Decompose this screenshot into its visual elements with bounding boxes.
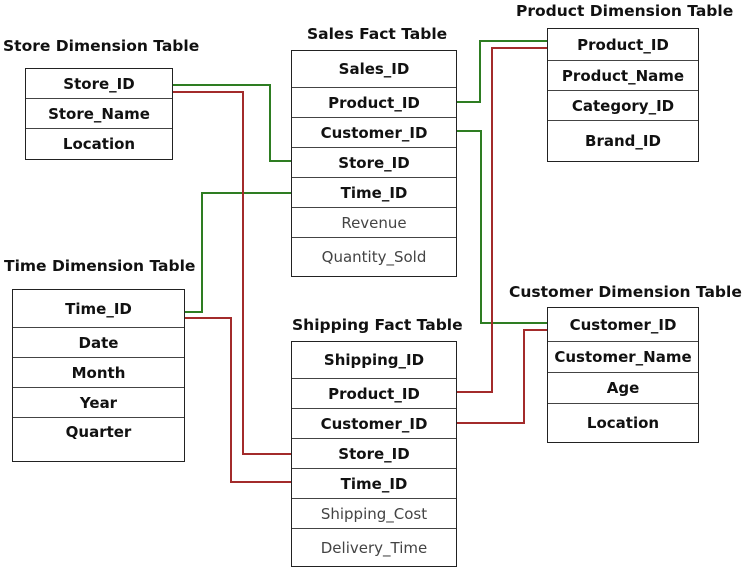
customer-table-title: Customer Dimension Table (509, 283, 742, 301)
store-table-title: Store Dimension Table (3, 37, 200, 55)
customer-field-location: Location (586, 414, 660, 432)
shipping-field-product-id: Product_ID (292, 379, 456, 409)
sales-fact-table: Sales_ID Product_ID Customer_ID Store_ID… (291, 50, 457, 277)
customer-field-customer-id: Customer_ID (548, 308, 698, 342)
customer-dimension-table: Customer_ID Customer_Name Age Location (547, 307, 699, 443)
link-sales-customer (457, 130, 547, 324)
shipping-field-shipping-cost: Shipping_Cost (292, 499, 456, 529)
product-field-product-id: Product_ID (548, 29, 698, 61)
sales-field-revenue: Revenue (292, 208, 456, 238)
time-field-date: Date (13, 328, 184, 358)
shipping-field-customer-id: Customer_ID (292, 409, 456, 439)
time-field-month: Month (13, 358, 184, 388)
sales-table-title: Sales Fact Table (307, 25, 448, 43)
shipping-field-time-id: Time_ID (292, 469, 456, 499)
sales-field-sales-id: Sales_ID (292, 51, 456, 88)
shipping-fact-table: Shipping_ID Product_ID Customer_ID Store… (291, 341, 457, 567)
product-field-product-name: Product_Name (548, 61, 698, 91)
sales-field-customer-id: Customer_ID (292, 118, 456, 148)
store-field-store-name: Store_Name (26, 99, 172, 129)
shipping-table-title: Shipping Fact Table (292, 316, 463, 334)
link-sales-store (172, 84, 291, 162)
sales-field-product-id: Product_ID (292, 88, 456, 118)
customer-field-age: Age (548, 373, 698, 404)
time-field-quarter: Quarter (65, 423, 132, 441)
store-dimension-table: Store_ID Store_Name Location (25, 68, 173, 160)
sales-field-store-id: Store_ID (292, 148, 456, 178)
sales-field-quantity-sold: Quantity_Sold (321, 248, 427, 266)
shipping-field-shipping-id: Shipping_ID (292, 342, 456, 379)
link-shipping-product (457, 47, 547, 393)
link-sales-time (185, 192, 291, 313)
store-field-location: Location (62, 135, 136, 153)
shipping-field-store-id: Store_ID (292, 439, 456, 469)
product-field-category-id: Category_ID (548, 91, 698, 121)
time-dimension-table: Time_ID Date Month Year Quarter (12, 289, 185, 462)
sales-field-time-id: Time_ID (292, 178, 456, 208)
time-table-title: Time Dimension Table (4, 257, 196, 275)
product-field-brand-id: Brand_ID (585, 132, 661, 150)
time-field-time-id: Time_ID (13, 290, 184, 328)
shipping-field-delivery-time: Delivery_Time (320, 538, 428, 557)
link-sales-product (457, 40, 547, 103)
product-table-title: Product Dimension Table (516, 2, 734, 20)
product-dimension-table: Product_ID Product_Name Category_ID Bran… (547, 28, 699, 162)
link-shipping-store (172, 91, 291, 455)
link-shipping-customer (457, 329, 547, 424)
link-shipping-time (185, 317, 291, 483)
store-field-store-id: Store_ID (26, 69, 172, 99)
customer-field-customer-name: Customer_Name (548, 342, 698, 373)
time-field-year: Year (13, 388, 184, 418)
